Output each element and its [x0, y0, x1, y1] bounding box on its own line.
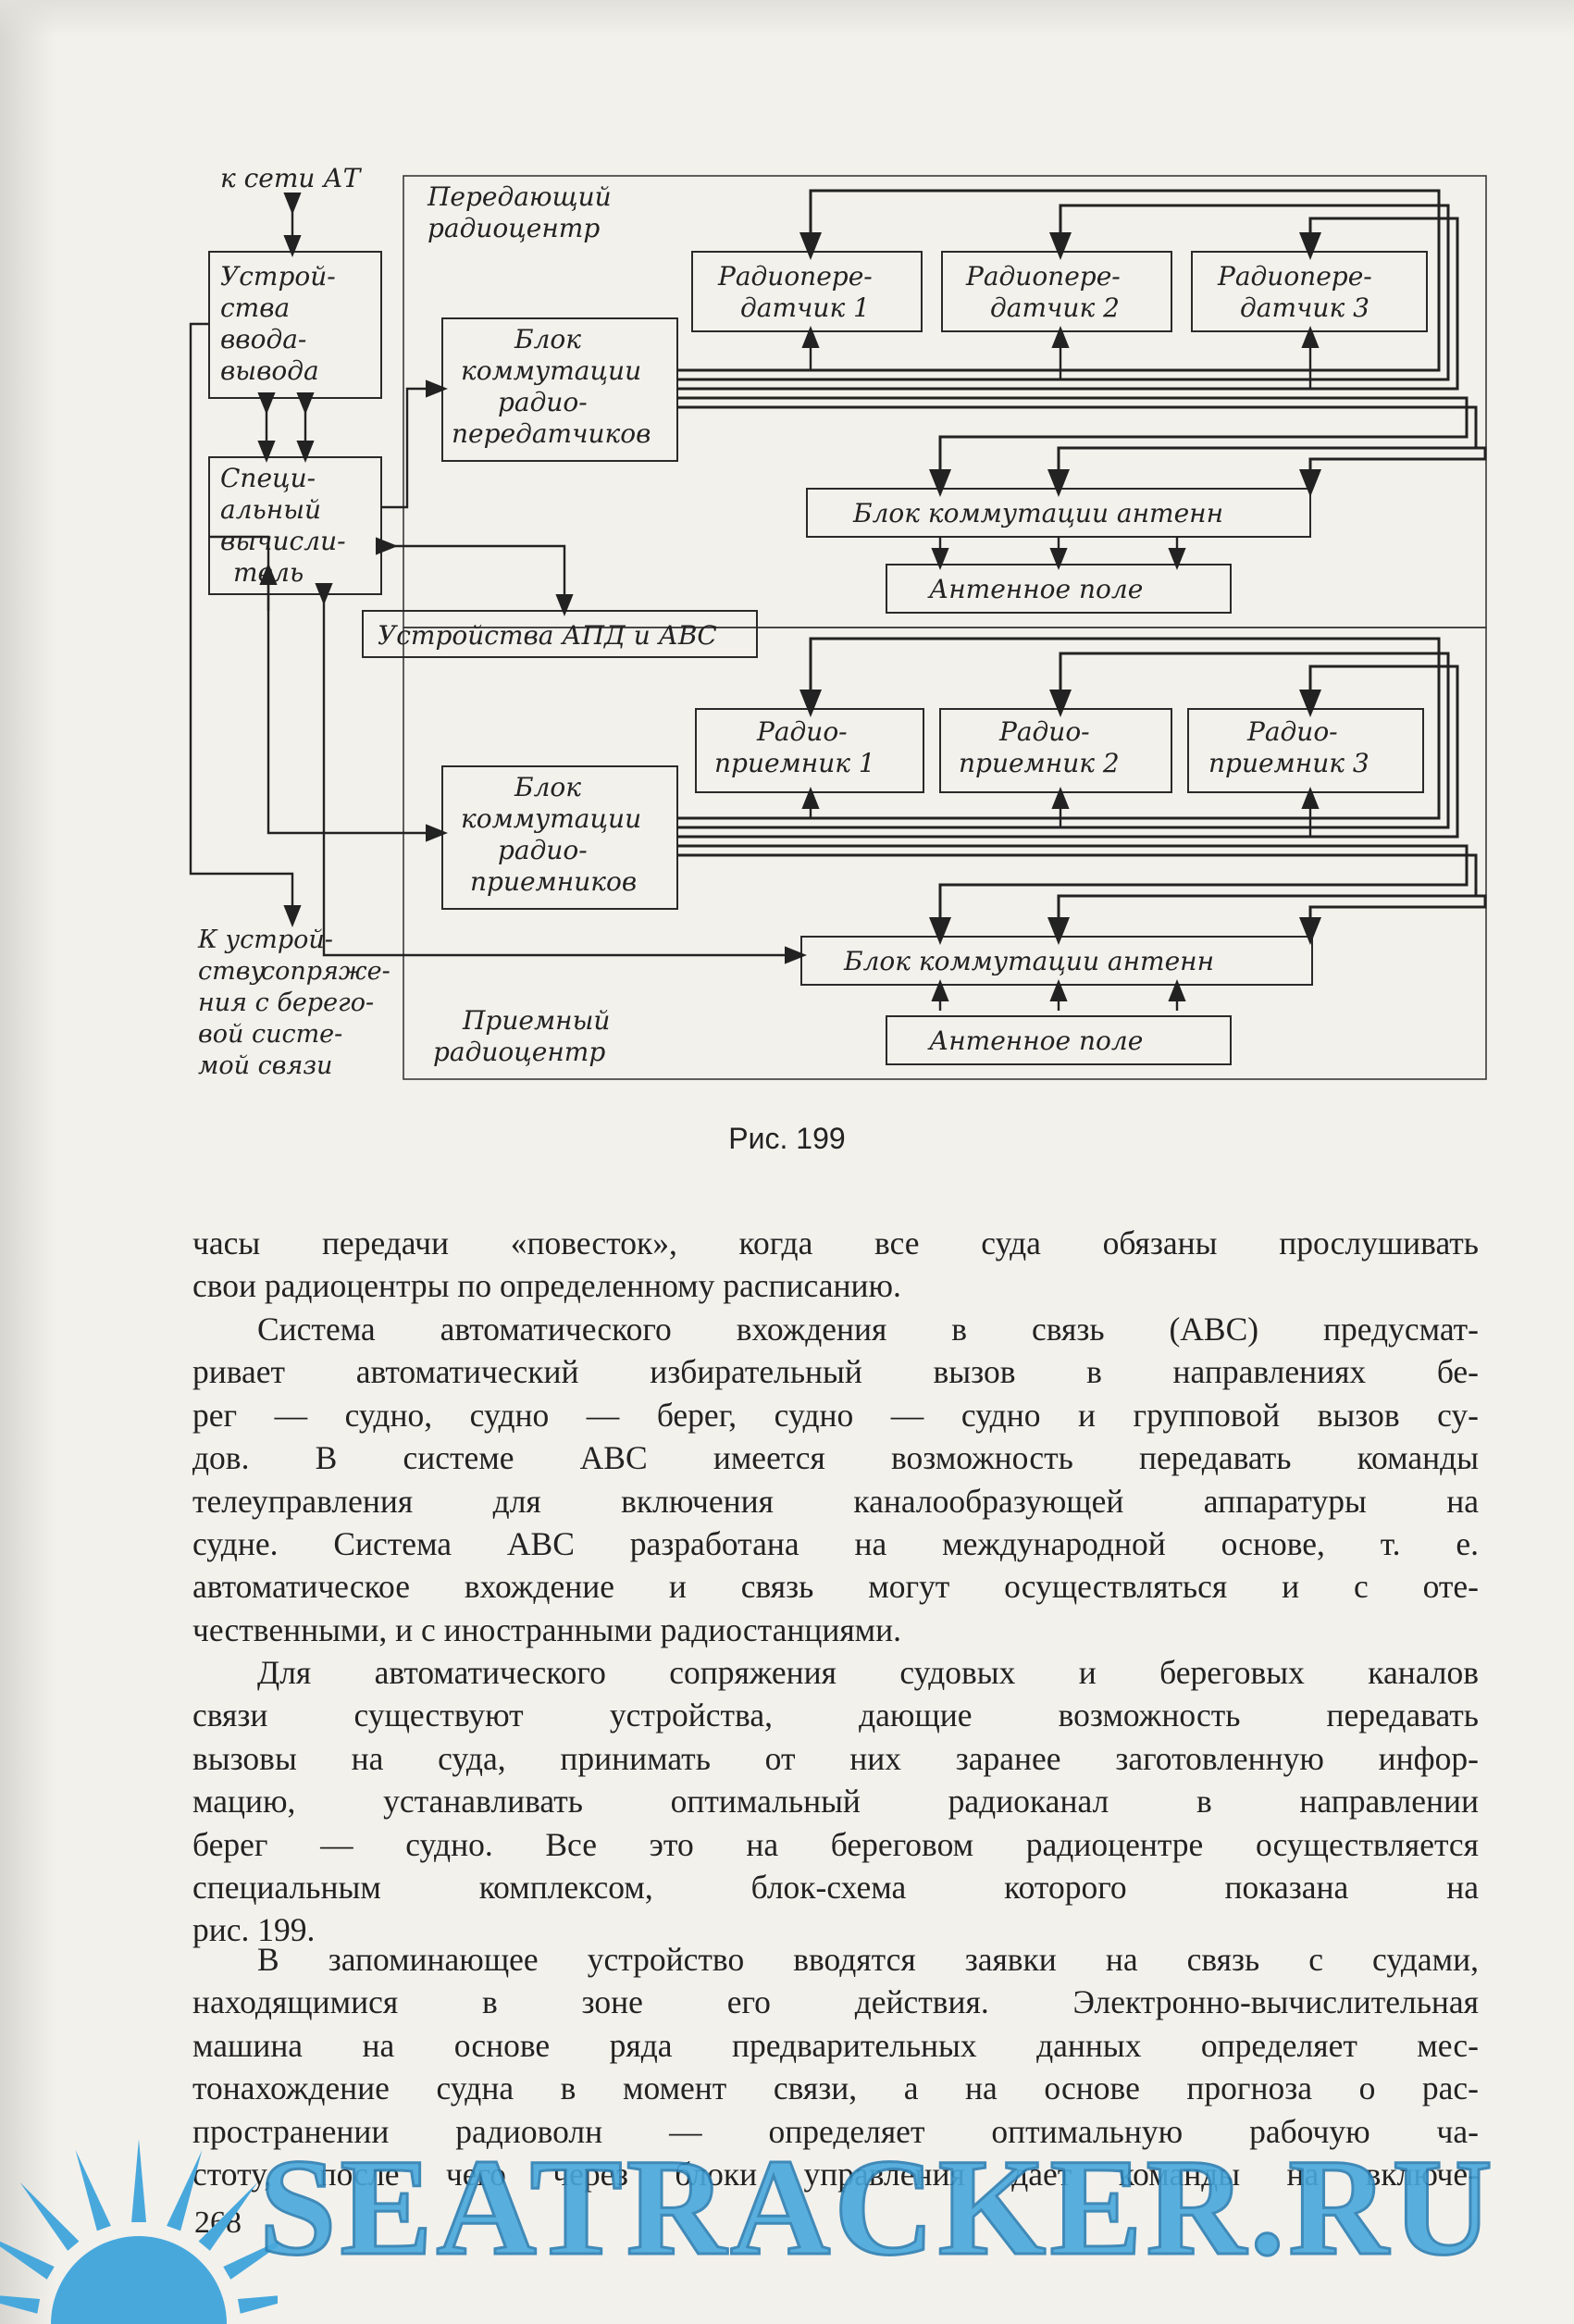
label-shore-6: мой связи	[198, 1051, 332, 1080]
text-line: рег — судно, судно — берег, судно — судн…	[192, 1396, 1479, 1434]
watermark-sun-icon	[0, 2139, 278, 2324]
label-antenna-switch-bottom: Блок коммутации антенн	[843, 946, 1214, 976]
label-tx-switch-3: радио-	[498, 387, 588, 417]
paragraph-2: Система автоматического вхождения в связ…	[192, 1308, 1479, 1651]
label-tx2-1: Радиопере-	[965, 261, 1121, 292]
label-to-at-network: к сети АТ	[220, 163, 363, 193]
label-tx-switch-2: коммутации	[461, 355, 641, 386]
watermark-text: SEATRACKER.RU	[258, 2130, 1496, 2286]
label-tx1-2: датчик 1	[740, 292, 870, 323]
label-tx-switch-4: передатчиков	[452, 418, 651, 449]
text-line: берег — судно. Все это на береговом ради…	[192, 1825, 1479, 1863]
label-antenna-switch-top: Блок коммутации антенн	[852, 498, 1223, 528]
text-line: рис. 199.	[192, 1911, 316, 1949]
text-line: Система автоматического вхождения в связ…	[257, 1311, 1479, 1348]
paragraph-1: часы передачи «повесток», когда все суда…	[192, 1222, 1479, 1308]
label-io-1: Устрой-	[220, 261, 336, 292]
text-line: дов. В системе АВС имеется возможность п…	[192, 1439, 1479, 1477]
text-line: судне. Система АВС разработана на междун…	[192, 1524, 1479, 1562]
paragraph-4: В запоминающее устройство вводятся заявк…	[192, 1938, 1479, 2195]
paragraph-3: Для автоматического сопряжения судовых и…	[192, 1651, 1479, 1952]
label-rx3-2: приемник 3	[1208, 748, 1370, 778]
label-rx1-2: приемник 1	[714, 748, 875, 778]
label-rx-switch-3: радио-	[498, 835, 588, 865]
label-rx2-1: Радио-	[998, 716, 1090, 747]
label-receiving-center-2: радиоцентр	[433, 1037, 605, 1067]
label-apd-abc: Устройства АПД и АВС	[378, 620, 717, 651]
text-line: свои радиоцентры по определенному распис…	[192, 1267, 901, 1305]
label-rx-switch-1: Блок	[514, 772, 581, 802]
text-line: пространении радиоволн — определяет опти…	[192, 2112, 1479, 2150]
label-io-4: вывода	[220, 355, 319, 386]
label-io-2: ства	[220, 292, 290, 323]
label-rx1-1: Радио-	[756, 716, 848, 747]
text-line: тонахождение судна в момент связи, а на …	[192, 2069, 1479, 2107]
text-line: специальным комплексом, блок-схема котор…	[192, 1868, 1479, 1906]
label-rx-switch-4: приемников	[470, 866, 637, 897]
text-line: ривает автоматический избирательный вызо…	[192, 1353, 1479, 1391]
special-computer-box	[208, 456, 382, 595]
text-line: связи существуют устройства, дающие возм…	[192, 1696, 1479, 1734]
block-diagram: к сети АТ Передающий радиоцентр Устрой- …	[189, 163, 1487, 1080]
label-computer-1: Специ-	[220, 463, 316, 493]
label-tx1-1: Радиопере-	[717, 261, 873, 292]
page-gutter-shadow	[0, 0, 56, 2324]
label-shore-4: ния с берего-	[198, 988, 374, 1017]
text-line: В запоминающее устройство вводятся заявк…	[257, 1941, 1479, 1978]
label-tx3-1: Радиопере-	[1217, 261, 1372, 292]
text-line: телеуправления для включения каналообраз…	[192, 1482, 1479, 1520]
text-line: стоту, после чего через блоки управления…	[192, 2155, 1479, 2193]
antenna-field-bottom-box	[886, 1015, 1232, 1065]
label-antenna-field-top: Антенное поле	[927, 574, 1143, 604]
label-antenna-field-bottom: Антенное поле	[927, 1025, 1143, 1056]
text-line: чественными, и с иностранными радиостанц…	[192, 1610, 901, 1648]
label-tx3-2: датчик 3	[1240, 292, 1370, 323]
text-line: Для автоматического сопряжения судовых и…	[257, 1654, 1479, 1691]
label-rx3-1: Радио-	[1246, 716, 1338, 747]
label-computer-2: альный	[220, 494, 321, 525]
text-line: машина на основе ряда предварительных да…	[192, 2026, 1479, 2064]
page-top-shadow	[0, 0, 1574, 37]
label-computer-4: тель	[233, 557, 304, 588]
label-shore-5: вой систе-	[198, 1020, 342, 1049]
label-transmitting-center-2: радиоцентр	[428, 213, 600, 243]
label-tx-switch-1: Блок	[514, 324, 581, 354]
label-tx2-2: датчик 2	[990, 292, 1120, 323]
text-line: автоматическое вхождение и связь могут о…	[192, 1568, 1479, 1606]
label-rx2-2: приемник 2	[959, 748, 1120, 778]
label-transmitting-center-1: Передающий	[427, 181, 612, 212]
label-io-3: ввода-	[220, 324, 306, 354]
label-shore-2: ству	[198, 957, 265, 986]
label-shore-1: К устрой-	[197, 926, 333, 954]
label-shore-3: сопряже-	[261, 957, 390, 986]
figure-caption: Рис. 199	[728, 1122, 846, 1155]
text-line: мацию, устанавливать оптимальный радиока…	[192, 1783, 1479, 1821]
text-line: часы передачи «повесток», когда все суда…	[192, 1224, 1479, 1261]
text-line: вызовы на суда, принимать от них заранее…	[192, 1739, 1479, 1777]
text-line: находящимися в зоне его действия. Электр…	[192, 1983, 1479, 2021]
label-receiving-center-1: Приемный	[462, 1005, 610, 1036]
label-computer-3: вычисли-	[220, 526, 346, 556]
label-rx-switch-2: коммутации	[461, 803, 641, 834]
